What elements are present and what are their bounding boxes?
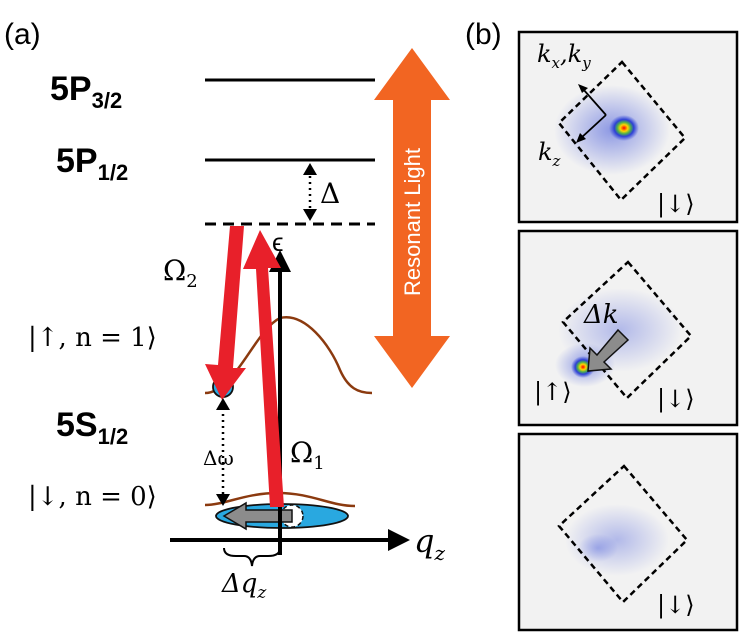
tof-image-3-ket-down: |↓⟩ (657, 591, 695, 620)
kz-axis-line (580, 114, 607, 139)
delta-omega-arrow-down-icon (216, 494, 230, 506)
tof-image-1-box (557, 60, 687, 202)
resonant-light-arrow-icon (374, 48, 450, 388)
detuning-label: Δ (320, 177, 340, 210)
tof-image-3-halo (565, 504, 669, 576)
delta-k-arrow-icon (587, 328, 630, 372)
kz-axis-arrowhead-icon (576, 133, 586, 143)
energy-axis-label: ϵ (272, 227, 284, 257)
tof-image-3: |↓⟩ (517, 432, 739, 632)
level-5p32-label: 5P3/2 (50, 70, 122, 113)
omega1-label: Ω1 (290, 436, 325, 474)
omega1-beam-arrow-icon (243, 230, 284, 507)
kxky-axis-line (582, 88, 607, 116)
delta-qz-label: Δqz (221, 569, 267, 603)
tof-image-2: Δk |↑⟩ |↓⟩ (517, 229, 739, 427)
state-down-label: |↓, n = 0⟩ (28, 482, 157, 512)
qz-axis-label: qz (414, 522, 445, 565)
kxky-axis-label: kx,ky (537, 40, 591, 72)
momentum-shift-arrow-icon (222, 501, 293, 531)
kz-axis-label: kz (538, 138, 561, 170)
qz-axis-arrowhead-icon (388, 529, 410, 551)
tof-image-1: kx,ky kz |↓⟩ (517, 30, 739, 224)
delta-omega-arrow-up-icon (216, 398, 230, 410)
panel-b: (b) kx,ky kz |↓⟩ Δk |↑⟩ |↓⟩ (465, 18, 739, 632)
kxky-axis-arrowhead-icon (578, 84, 588, 93)
resonant-light-label: Resonant Light (400, 148, 425, 296)
tof-image-2-ket-down: |↓⟩ (657, 385, 695, 414)
level-5s12-label: 5S1/2 (56, 406, 128, 449)
tof-image-3-lobe (578, 534, 618, 562)
state-up-label: |↑, n = 1⟩ (28, 323, 157, 353)
tof-image-3-box (557, 464, 689, 604)
omega2-label: Ω2 (163, 254, 198, 292)
detuning-arrow-down-icon (303, 209, 317, 221)
omega2-beam-arrow-icon (205, 226, 246, 400)
tof-image-2-box (561, 260, 693, 400)
delta-k-label: Δk (583, 300, 619, 330)
detuning-arrow-up-icon (303, 163, 317, 175)
delta-omega-label: Δω (203, 446, 234, 470)
panel-b-label: (b) (465, 18, 502, 51)
tof-image-2-ket-up: |↑⟩ (534, 378, 572, 407)
panel-a: (a) 5P3/2 5P1/2 Δ Resonant Light ϵ qz (4, 18, 450, 603)
tof-image-1-peak (609, 115, 639, 141)
tof-image-1-ket-down: |↓⟩ (657, 190, 695, 219)
panel-a-label: (a) (4, 18, 41, 51)
level-5p12-label: 5P1/2 (56, 142, 128, 185)
delta-qz-brace (223, 547, 281, 567)
